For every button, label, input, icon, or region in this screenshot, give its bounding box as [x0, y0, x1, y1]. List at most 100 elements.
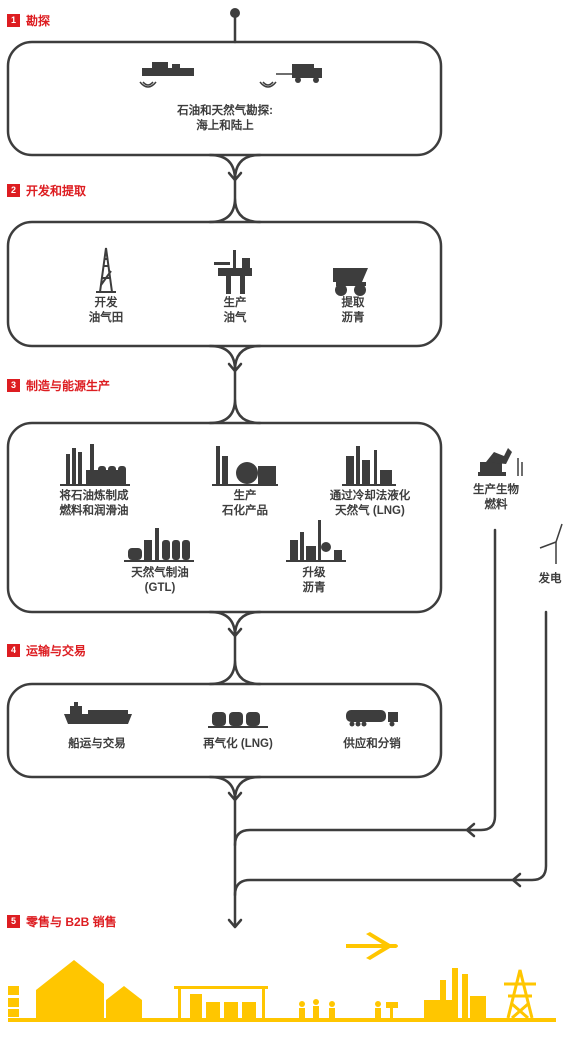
card-sign-icon — [8, 1009, 19, 1017]
arrow-head — [227, 791, 243, 802]
section-title: 零售与 B2B 销售 — [26, 914, 117, 929]
development-label-production: 生产 油气 — [224, 296, 247, 326]
section-header-development: 2 开发和提取 — [7, 182, 86, 198]
manufacturing-label-chemicals: 生产 石化产品 — [222, 489, 268, 519]
connector-1-2-bottom — [208, 178, 262, 224]
label-line: 石油和天然气勘探: — [177, 105, 273, 117]
section-number: 3 — [7, 378, 20, 392]
transport-label-distribution: 供应和分销 — [343, 738, 401, 750]
development-label-bitumen: 提取 沥青 — [342, 296, 365, 326]
regasification-icon — [208, 712, 268, 728]
lng-plant-icon — [342, 446, 396, 486]
label-line: 石化产品 — [222, 505, 268, 517]
section-title: 开发和提取 — [26, 183, 87, 198]
factory-icon — [424, 968, 486, 1018]
arrow-head — [227, 627, 243, 638]
label-line: 沥青 — [302, 582, 326, 594]
transport-box — [6, 682, 443, 779]
seismic-truck-icon — [292, 64, 322, 83]
upgrader-icon — [286, 520, 346, 562]
section-header-retail: 5 零售与 B2B 销售 — [7, 913, 117, 929]
side-label-biofuels: 生产生物 燃料 — [473, 483, 519, 513]
connector-3-4-top — [208, 610, 262, 637]
label-line: 油气 — [223, 312, 247, 324]
label-line: 生产 — [233, 490, 257, 502]
house-icon — [36, 960, 104, 1018]
label-line: 天然气制油 — [131, 567, 189, 579]
connector-1-2-top — [208, 153, 262, 181]
chemical-plant-icon — [212, 446, 278, 486]
manufacturing-label-gtl: 天然气制油 (GTL) — [131, 566, 189, 596]
arrow-head — [227, 362, 243, 373]
arrow-head — [227, 171, 243, 182]
plant-stalks-icon — [517, 458, 523, 476]
label-line: 燃料和润滑油 — [59, 505, 129, 517]
section-number: 4 — [7, 643, 20, 657]
connector-2-3-top — [208, 344, 262, 371]
oil-derrick-icon — [96, 247, 116, 293]
exploration-box — [6, 40, 443, 157]
label-line: 燃料 — [484, 499, 508, 511]
mining-truck-icon — [333, 268, 368, 296]
tanker-ship-icon — [64, 702, 132, 724]
side-label-power: 发电 — [539, 572, 562, 587]
section-number: 2 — [7, 183, 20, 197]
manufacturing-label-lng: 通过冷却法液化 天然气 (LNG) — [330, 489, 411, 519]
people-icon — [299, 999, 335, 1018]
section-header-manufacturing: 3 制造与能源生产 — [7, 377, 110, 393]
start-dot — [230, 8, 240, 18]
lightbulb-sign-icon — [8, 998, 19, 1007]
section-title: 运输与交易 — [26, 643, 87, 658]
label-line: 将石油炼制成 — [59, 490, 129, 502]
power-pylon-icon — [504, 969, 536, 1020]
label-line: 发电 — [538, 573, 562, 585]
biofuel-branch — [233, 528, 497, 847]
transport-label-shipping: 船运与交易 — [68, 738, 126, 750]
manufacturing-label-refining: 将石油炼制成 燃料和润滑油 — [60, 489, 129, 519]
arrow-head — [227, 918, 243, 929]
wind-turbine-icon — [539, 523, 563, 564]
label-line: 海上和陆上 — [196, 120, 254, 132]
development-box — [6, 220, 443, 348]
connector-4-5 — [208, 775, 262, 801]
label-line: 天然气 (LNG) — [335, 505, 405, 517]
label-line: 沥青 — [341, 312, 365, 324]
offshore-platform-icon — [214, 250, 252, 294]
section-header-transport: 4 运输与交易 — [7, 642, 86, 658]
painter-icon — [375, 1001, 398, 1018]
arrow-head — [511, 872, 522, 888]
section-number: 5 — [7, 914, 20, 928]
manufacturing-label-upgrading: 升级 沥青 — [303, 566, 326, 596]
small-house-icon — [106, 986, 142, 1018]
label-line: 生产 — [223, 297, 247, 309]
development-label-fields: 开发 油气田 — [89, 296, 124, 326]
transport-label-regas: 再气化 (LNG) — [203, 738, 273, 750]
ground-line — [8, 1018, 556, 1022]
retail-illustration — [8, 932, 556, 1022]
arrow-head — [465, 822, 476, 838]
exploration-label: 石油和天然气勘探: 海上和陆上 — [177, 104, 273, 134]
tanker-truck-icon — [346, 710, 398, 727]
label-line: 通过冷却法液化 — [329, 490, 411, 502]
label-line: 开发 — [94, 297, 118, 309]
warning-sign-icon — [8, 986, 19, 995]
label-line: 升级 — [302, 567, 326, 579]
label-line: 生产生物 — [473, 484, 519, 496]
label-line: 提取 — [341, 297, 365, 309]
gtl-plant-icon — [124, 528, 194, 562]
power-branch — [233, 610, 548, 897]
airplane-icon — [346, 932, 398, 960]
label-line: 油气田 — [88, 312, 124, 324]
connector-2-3-bottom — [208, 368, 262, 425]
connector-3-4-bottom — [208, 634, 262, 686]
section-title: 勘探 — [26, 13, 51, 28]
manufacturing-box — [6, 421, 443, 614]
refinery-icon — [60, 444, 130, 486]
section-header-exploration: 1 勘探 — [7, 12, 50, 28]
biofuel-excavator-icon — [478, 448, 512, 476]
gas-station-icon — [174, 986, 268, 1018]
label-line: (GTL) — [144, 582, 176, 594]
survey-ship-icon — [142, 62, 194, 76]
sonar-waves-icon — [139, 73, 292, 88]
